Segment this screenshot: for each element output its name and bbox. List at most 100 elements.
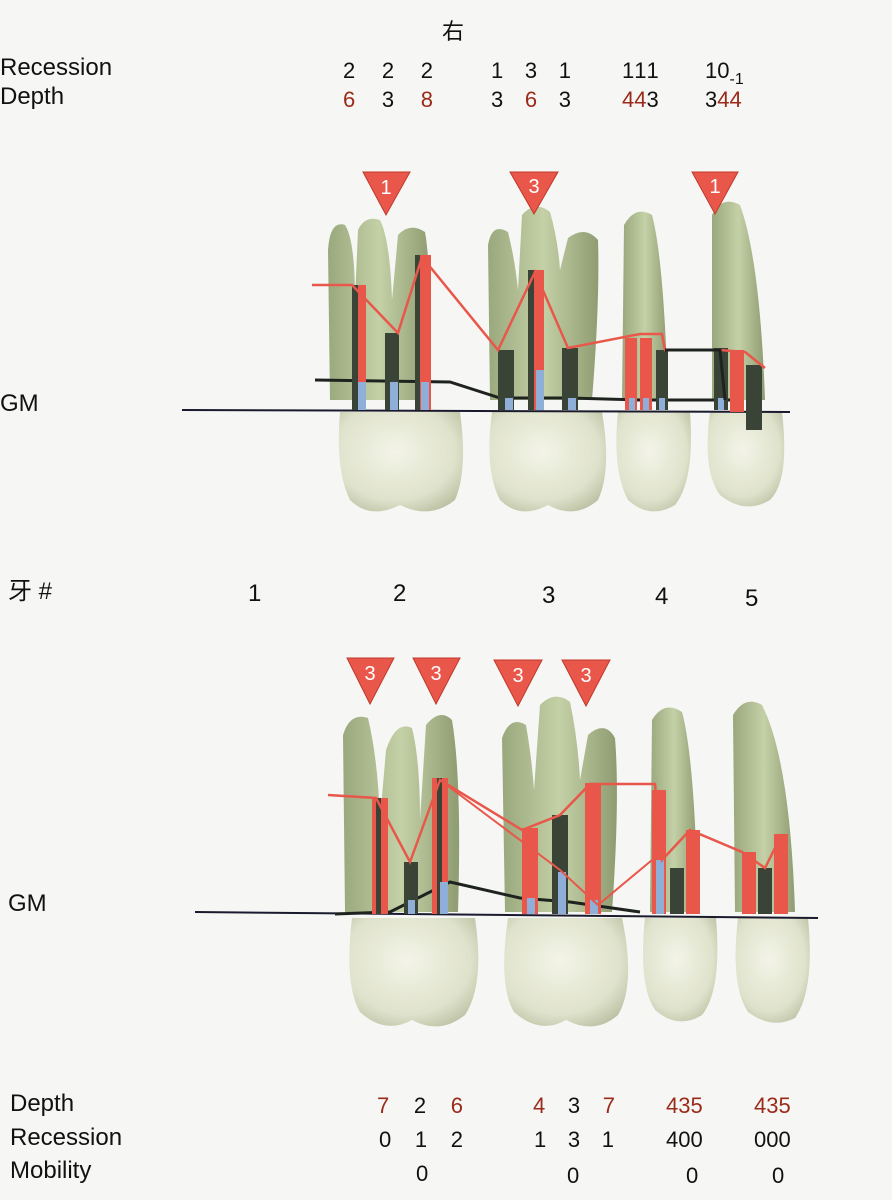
lower-gm-line: [194, 911, 819, 919]
lower-mobility-tooth4: 0: [686, 1163, 699, 1188]
tooth-number-5: 5: [745, 585, 759, 612]
svg-text:3: 3: [364, 663, 375, 685]
lower-dep-3c: 7: [602, 1093, 615, 1118]
lower-dep-2b: 2: [413, 1093, 427, 1118]
upper-recession-tooth2: 2 2 2: [343, 57, 433, 85]
upper-dep-4b: 4: [634, 87, 647, 112]
upper-bars: [352, 255, 762, 430]
lower-rec-5c: 0: [778, 1127, 791, 1152]
upper-dep-2a: 6: [343, 87, 356, 112]
upper-dep-2c: 8: [420, 87, 433, 112]
upper-recession-tooth4: 1 1 1: [622, 57, 659, 85]
lower-rec-2c: 2: [450, 1127, 463, 1152]
lower-rec-3a: 1: [534, 1127, 547, 1152]
lower-rec-5b: 0: [766, 1127, 779, 1152]
upper-gm-line: [181, 409, 791, 413]
upper-rec-5a: 1: [705, 58, 718, 83]
lower-probing-line: [327, 778, 784, 870]
lower-depth-tooth5: 4 3 5: [754, 1092, 791, 1120]
lower-rec-3c: 1: [601, 1127, 614, 1152]
lower-dep-3a: 4: [533, 1093, 546, 1118]
lower-recession-tooth3: 1 3 1: [534, 1126, 614, 1154]
svg-text:3: 3: [528, 176, 539, 198]
upper-rec-5c: -1: [729, 71, 744, 88]
lower-dep-4c: 5: [690, 1093, 703, 1118]
lower-depth-tooth2: 7 2 6: [377, 1092, 463, 1120]
lower-recession-label: Recession: [10, 1124, 123, 1151]
lower-depth-label: Depth: [10, 1090, 75, 1117]
upper-furcation-marker-1: 1: [362, 171, 411, 217]
upper-recession-label: Recession: [0, 54, 113, 81]
lower-dep-2c: 6: [450, 1093, 463, 1118]
upper-furcation-marker-3: 1: [691, 171, 739, 216]
upper-dep-5c: 4: [729, 87, 742, 112]
upper-rec-2a: 2: [343, 58, 356, 83]
upper-rec-3b: 3: [524, 58, 538, 83]
lower-mobility-tooth2: 0: [416, 1161, 429, 1186]
svg-text:3: 3: [580, 665, 591, 687]
lower-recession-tooth4: 4 0 0: [666, 1126, 703, 1154]
lower-dep-2a: 7: [377, 1093, 390, 1118]
upper-dep-4a: 4: [622, 87, 635, 112]
upper-dep-2b: 3: [381, 87, 395, 112]
upper-depth-tooth5: 3 4 4: [705, 86, 742, 114]
lower-rec-2b: 1: [414, 1127, 428, 1152]
upper-dep-5a: 3: [705, 87, 718, 112]
tooth-number-3: 3: [542, 582, 556, 609]
upper-recession-tooth3: 1 3 1: [491, 57, 571, 85]
lower-bars: [372, 778, 788, 914]
svg-text:3: 3: [430, 663, 441, 685]
upper-dep-4c: 3: [646, 87, 659, 112]
tooth-number-1: 1: [248, 580, 262, 607]
lower-gm-label: GM: [8, 890, 47, 917]
tooth-number-4: 4: [655, 583, 669, 610]
upper-rec-3c: 1: [558, 58, 571, 83]
side-label: 右: [442, 19, 465, 44]
lower-depth-tooth4: 4 3 5: [666, 1092, 703, 1120]
lower-mobility-label: Mobility: [10, 1157, 92, 1184]
upper-rec-3a: 1: [491, 58, 504, 83]
lower-mobility-tooth5: 0: [772, 1163, 785, 1188]
lower-rec-5a: 0: [754, 1127, 767, 1152]
upper-depth-label: Depth: [0, 83, 65, 110]
lower-rec-4a: 4: [666, 1127, 679, 1152]
upper-rec-5b: 0: [717, 58, 730, 83]
upper-dep-3a: 3: [491, 87, 504, 112]
lower-furcation-marker-4: 3: [561, 659, 611, 708]
lower-dep-5b: 3: [766, 1093, 779, 1118]
lower-mobility-tooth3: 0: [567, 1163, 580, 1188]
tooth-number-2: 2: [393, 580, 407, 607]
svg-text:3: 3: [512, 665, 523, 687]
lower-rec-2a: 0: [379, 1127, 392, 1152]
svg-text:1: 1: [709, 176, 720, 198]
tooth-number-label: 牙 #: [8, 578, 53, 605]
upper-rec-4a: 1: [622, 58, 635, 83]
lower-dep-5c: 5: [778, 1093, 791, 1118]
upper-depth-tooth2: 6 3 8: [343, 86, 433, 114]
lower-dep-3b: 3: [567, 1093, 581, 1118]
svg-text:1: 1: [380, 177, 391, 199]
upper-dep-5b: 4: [717, 87, 730, 112]
upper-depth-tooth3: 3 6 3: [491, 86, 571, 114]
lower-recession-tooth5: 0 0 0: [754, 1126, 791, 1154]
lower-recession-tooth2: 0 1 2: [379, 1126, 463, 1154]
upper-rec-2b: 2: [381, 58, 395, 83]
lower-depth-tooth3: 4 3 7: [533, 1092, 615, 1120]
upper-rec-4c: 1: [646, 58, 659, 83]
lower-dep-5a: 4: [754, 1093, 767, 1118]
lower-furcation-marker-1: 3: [346, 657, 395, 706]
upper-rec-2c: 2: [420, 58, 433, 83]
upper-dep-3b: 6: [524, 87, 538, 112]
upper-gm-label: GM: [0, 390, 39, 417]
upper-depth-tooth4: 4 4 3: [622, 86, 659, 114]
lower-rec-3b: 3: [567, 1127, 581, 1152]
lower-dep-4b: 3: [678, 1093, 691, 1118]
upper-dep-3c: 3: [558, 87, 571, 112]
lower-rec-4c: 0: [690, 1127, 703, 1152]
upper-recession-tooth5: 1 0 -1: [705, 57, 744, 94]
lower-furcation-marker-3: 3: [493, 659, 543, 708]
lower-furcation-marker-2: 3: [412, 657, 461, 706]
upper-furcation-marker-2: 3: [509, 171, 559, 216]
lower-rec-4b: 0: [678, 1127, 691, 1152]
